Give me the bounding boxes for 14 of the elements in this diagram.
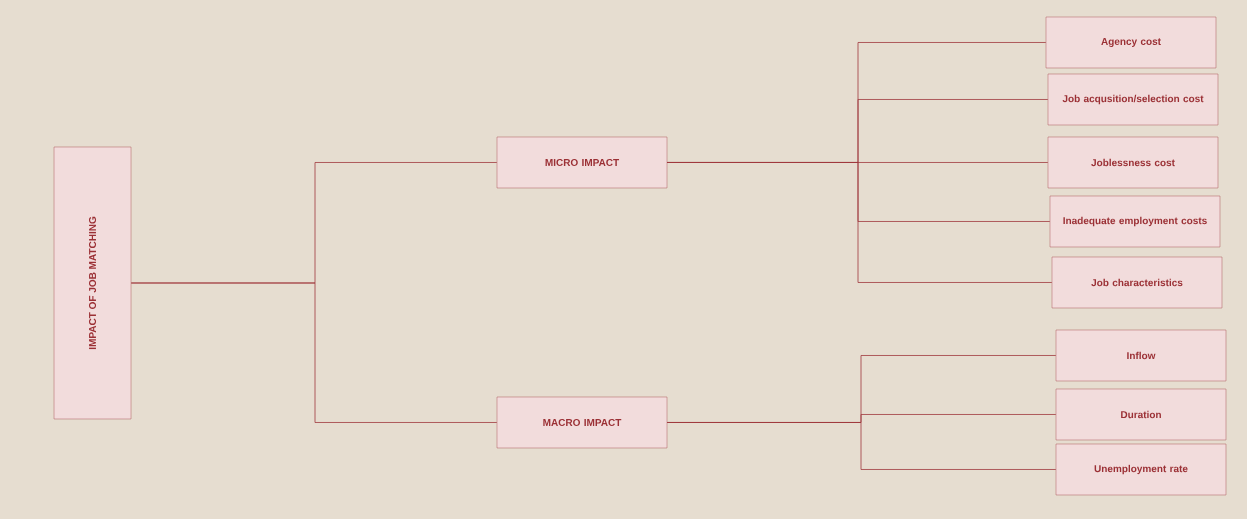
root-box: IMPACT OF JOB MATCHING (53, 146, 132, 420)
factor-box: Job characteristics (1051, 256, 1223, 309)
connector-line (666, 162, 1053, 283)
factor-box: Job acqusition/selection cost (1047, 73, 1219, 126)
factor-box: Inflow (1055, 329, 1227, 382)
connector-line (130, 282, 498, 423)
category-box: MICRO IMPACT (496, 136, 668, 189)
factor-box: Duration (1055, 388, 1227, 441)
factor-box: Inadequate employment costs (1049, 195, 1221, 248)
category-box: MACRO IMPACT (496, 396, 668, 449)
connector-line (666, 422, 1057, 470)
factor-box: Agency cost (1045, 16, 1217, 69)
factor-box: Joblessness cost (1047, 136, 1219, 189)
factor-box: Unemployment rate (1055, 443, 1227, 496)
